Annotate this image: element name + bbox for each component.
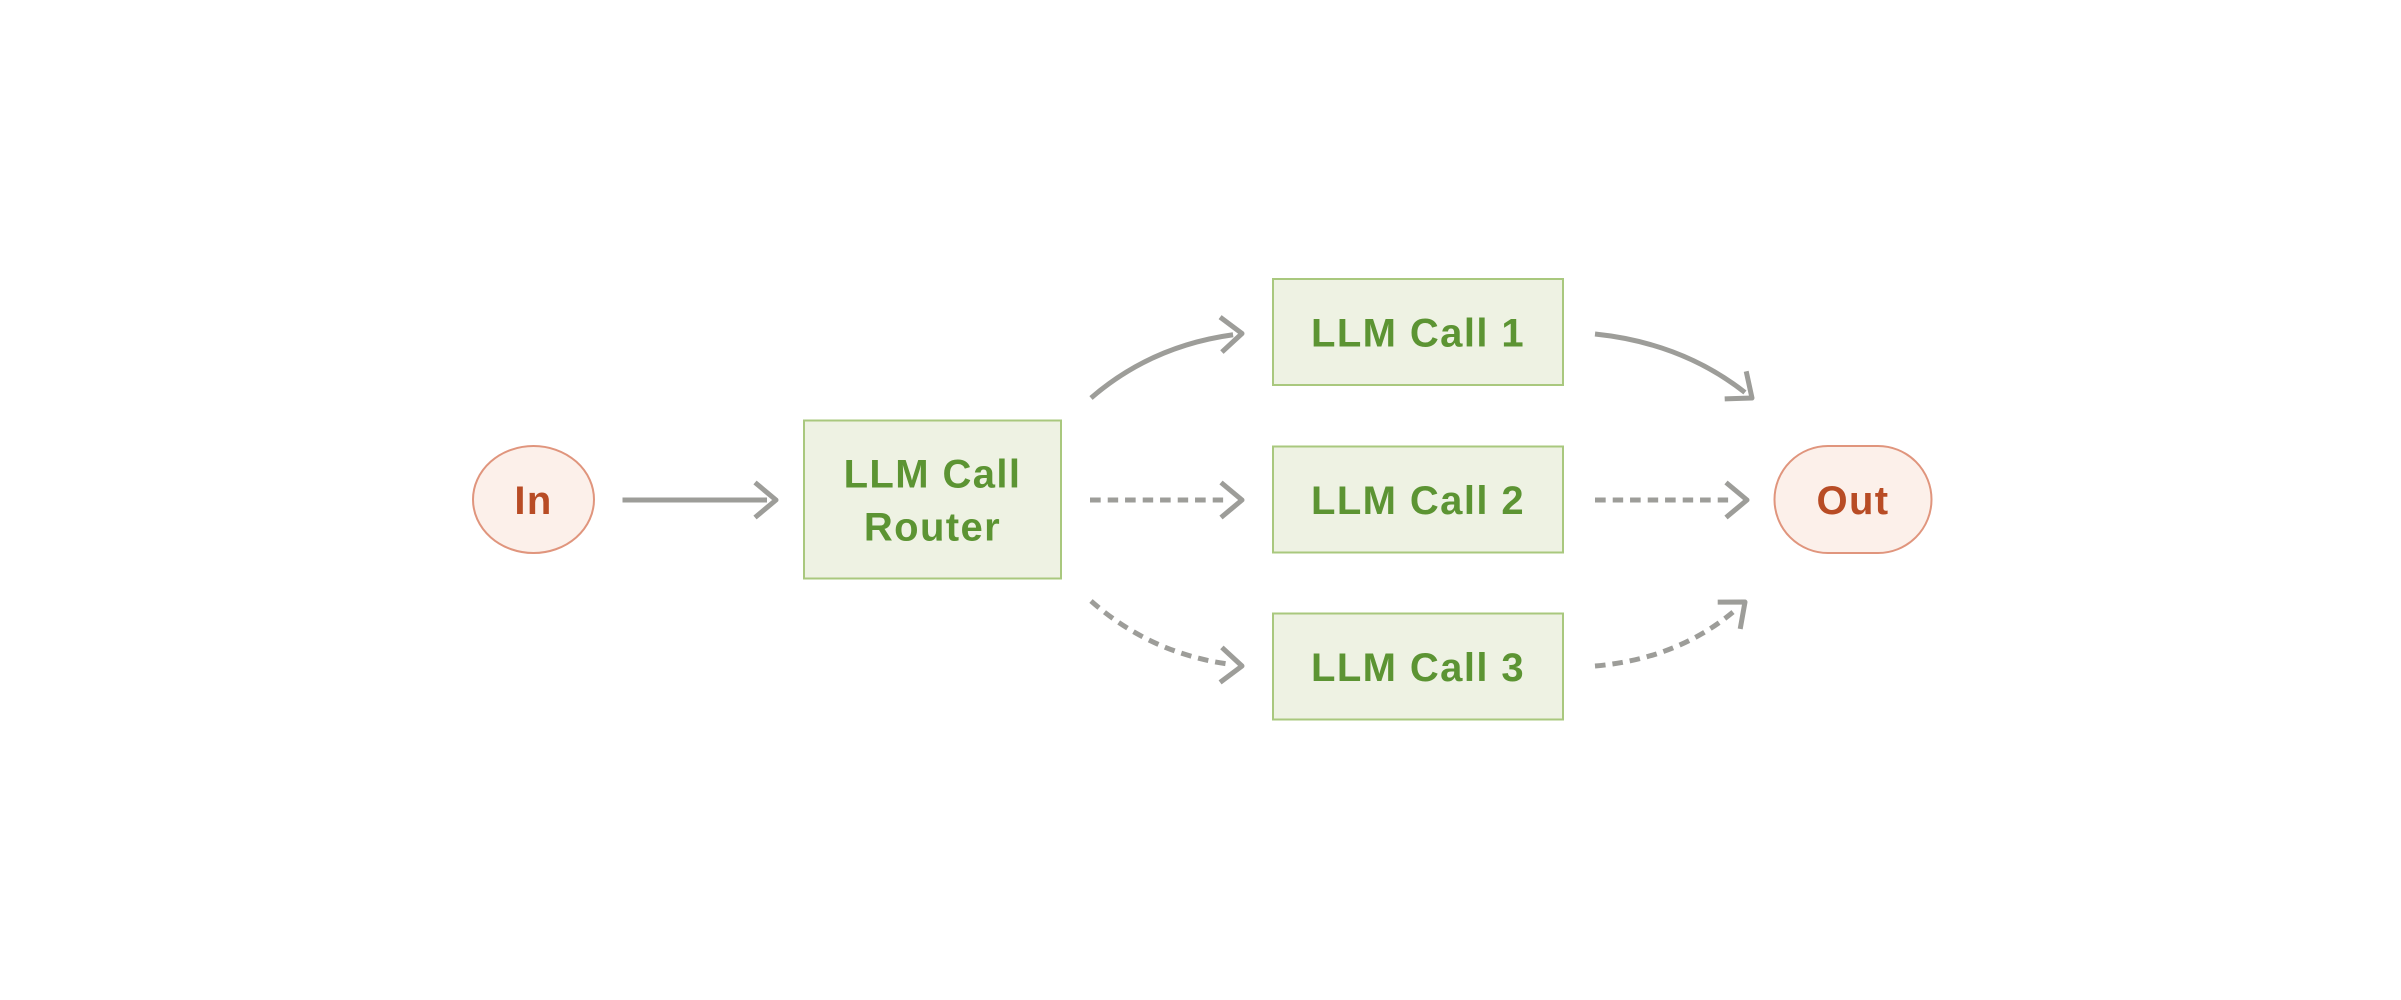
- node-in-label: In: [514, 479, 552, 523]
- node-call3-shape: [1272, 612, 1564, 721]
- node-in: In: [472, 445, 595, 554]
- node-out-label: Out: [1816, 479, 1889, 523]
- node-out: Out: [1773, 445, 1933, 554]
- node-call3-label: LLM Call 3: [1311, 646, 1525, 690]
- node-router-label: LLM Call: [844, 453, 1022, 497]
- edge-in-to-router-arrowhead: [753, 480, 779, 520]
- node-in-shape: [472, 445, 595, 554]
- node-router-shape: [803, 419, 1062, 580]
- edge-router-to-call2: [1089, 480, 1245, 520]
- edge-call3-to-out: [1594, 599, 1748, 669]
- node-call3: LLM Call 3: [1272, 612, 1564, 721]
- edge-router-to-call1-arrowhead: [1218, 315, 1245, 354]
- node-out-shape: [1773, 445, 1933, 554]
- node-call2-label: LLM Call 2: [1311, 479, 1525, 523]
- edge-call1-to-out-arrowhead: [1724, 370, 1755, 402]
- edge-call3-to-out-shaft: [1594, 609, 1736, 669]
- edge-router-to-call1: [1089, 315, 1245, 400]
- edge-router-to-call3-shaft: [1089, 599, 1229, 667]
- edge-call3-to-out-arrowhead: [1717, 599, 1748, 630]
- node-call2-shape: [1272, 445, 1564, 554]
- edge-router-to-call1-shaft: [1089, 332, 1234, 400]
- node-call1-shape: [1272, 278, 1564, 386]
- node-router-label: Router: [864, 506, 1001, 550]
- node-call2: LLM Call 2: [1272, 445, 1564, 554]
- node-call1: LLM Call 1: [1272, 278, 1564, 386]
- edge-in-to-router: [622, 480, 779, 520]
- edge-router-to-call2-arrowhead: [1219, 480, 1245, 520]
- edge-router-to-call3-arrowhead: [1218, 645, 1245, 685]
- edge-call1-to-out-shaft: [1594, 331, 1747, 395]
- edge-router-to-call3: [1089, 599, 1245, 685]
- edge-call1-to-out: [1594, 331, 1755, 402]
- edge-call2-to-out: [1594, 480, 1750, 520]
- edge-call2-to-out-arrowhead: [1724, 480, 1750, 520]
- node-call1-label: LLM Call 1: [1311, 312, 1525, 356]
